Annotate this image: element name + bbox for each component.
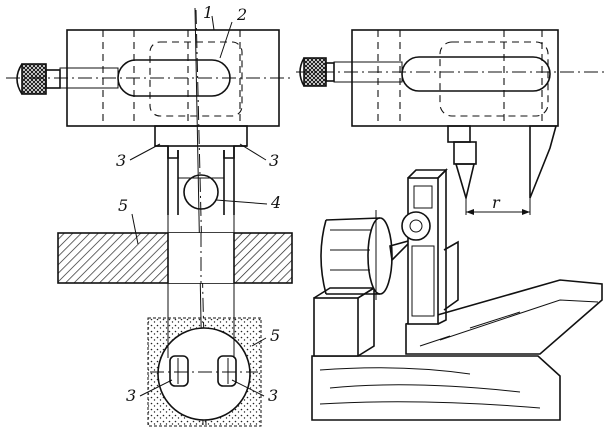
label-r: r	[492, 193, 501, 212]
left-fixture-top-view	[6, 7, 293, 426]
label-1: 1	[203, 3, 213, 22]
machine-illustration	[311, 168, 603, 421]
label-5-bottom: 5	[270, 326, 280, 345]
callout-labels: 1 2 3 3 4 5 5 3 3 r	[116, 3, 501, 405]
label-3-right: 3	[269, 151, 279, 170]
label-2: 2	[236, 5, 247, 24]
label-5-top: 5	[118, 196, 128, 215]
cone-tip	[454, 163, 476, 202]
knurled-screw-icon	[16, 63, 61, 95]
cutting-tip	[529, 125, 558, 199]
right-fixture-top-view	[296, 29, 605, 215]
section-jaw-right	[217, 355, 237, 387]
label-3-bottom-left: 3	[126, 386, 136, 405]
ball	[183, 174, 219, 210]
label-4: 4	[270, 193, 281, 212]
section-jaw-left	[169, 355, 189, 387]
label-3-bottom-right: 3	[268, 386, 278, 405]
fixture-body-right	[351, 29, 559, 127]
label-3-left: 3	[116, 151, 126, 170]
bottom-section-view	[147, 317, 262, 427]
